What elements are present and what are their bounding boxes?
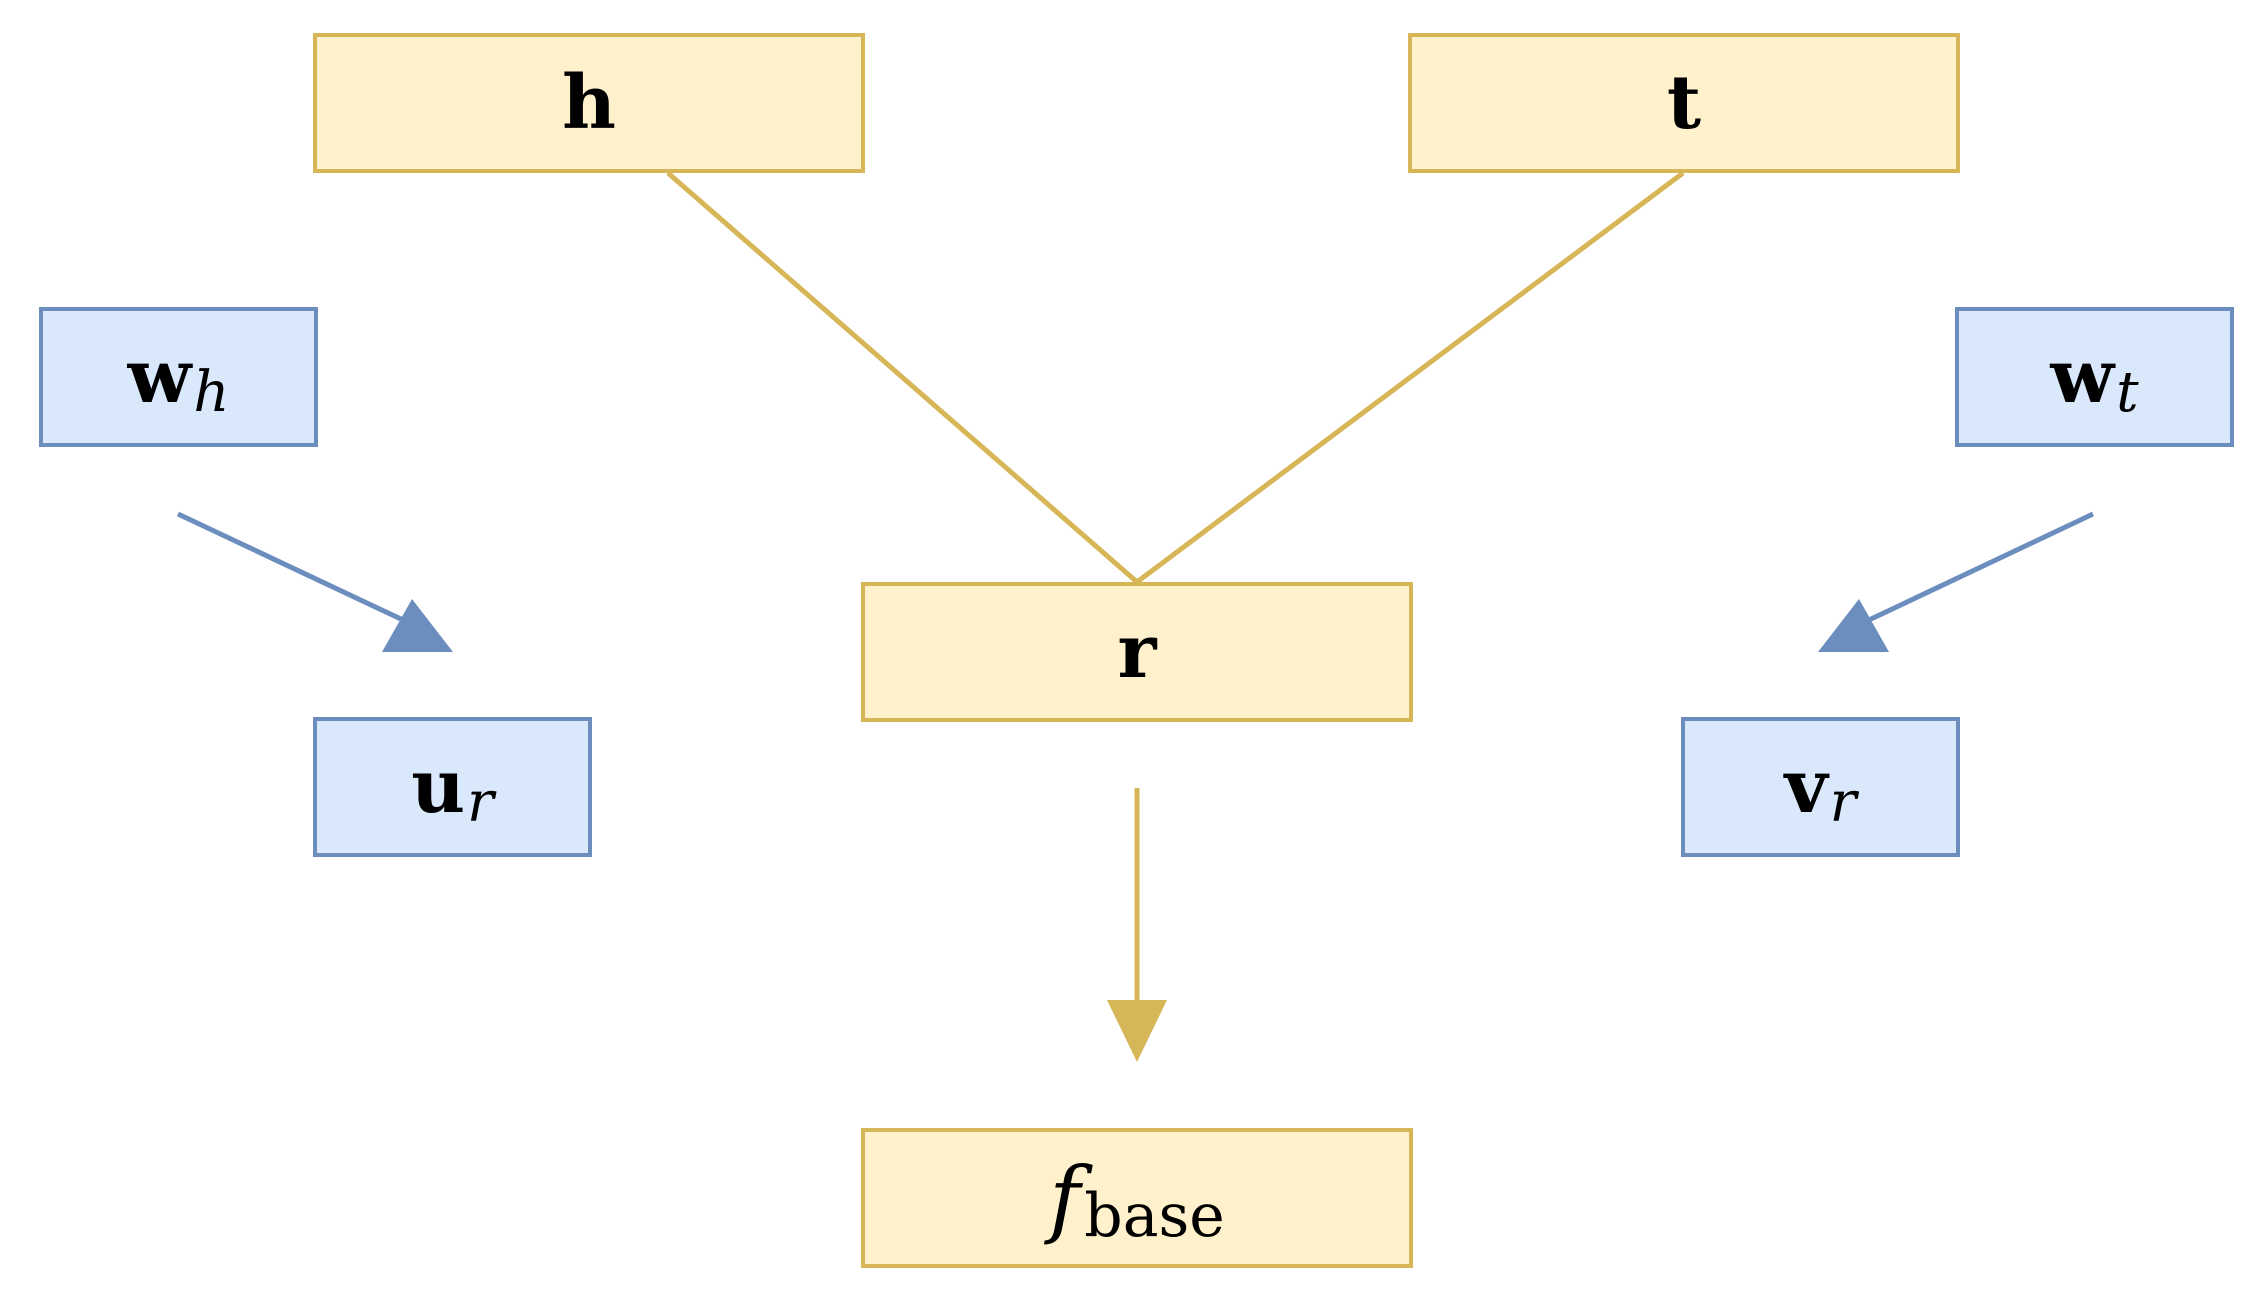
node-r-symbol: r xyxy=(1117,609,1157,695)
node-r: r xyxy=(861,582,1413,722)
node-u-r-subscript: r xyxy=(467,770,494,835)
node-v-r-symbol: v xyxy=(1784,744,1828,830)
arrow-wt-to-vr xyxy=(1818,511,2095,652)
edge-h-to-r xyxy=(666,171,1139,584)
arrowhead xyxy=(1107,1000,1167,1062)
arrow-r-to-fbase xyxy=(1107,788,1167,1062)
arrowhead xyxy=(1818,599,1889,652)
node-v-r-subscript: r xyxy=(1829,770,1857,835)
node-h: h xyxy=(313,33,865,173)
node-f-base-symbol: f xyxy=(1049,1149,1081,1247)
arrowhead xyxy=(382,599,453,652)
node-w-h-subscript: h xyxy=(193,360,230,425)
node-w-h-symbol: w xyxy=(127,334,192,420)
arrow-wh-to-ur xyxy=(176,511,453,652)
node-f-base-subscript: base xyxy=(1084,1181,1225,1251)
node-t-symbol: t xyxy=(1666,60,1702,146)
node-h-symbol: h xyxy=(562,60,616,146)
node-w-t-symbol: w xyxy=(2050,334,2115,420)
node-t: t xyxy=(1408,33,1960,173)
node-w-t-subscript: t xyxy=(2116,360,2139,425)
edge-t-to-r xyxy=(1135,170,1685,585)
node-u-r-symbol: u xyxy=(411,744,466,830)
